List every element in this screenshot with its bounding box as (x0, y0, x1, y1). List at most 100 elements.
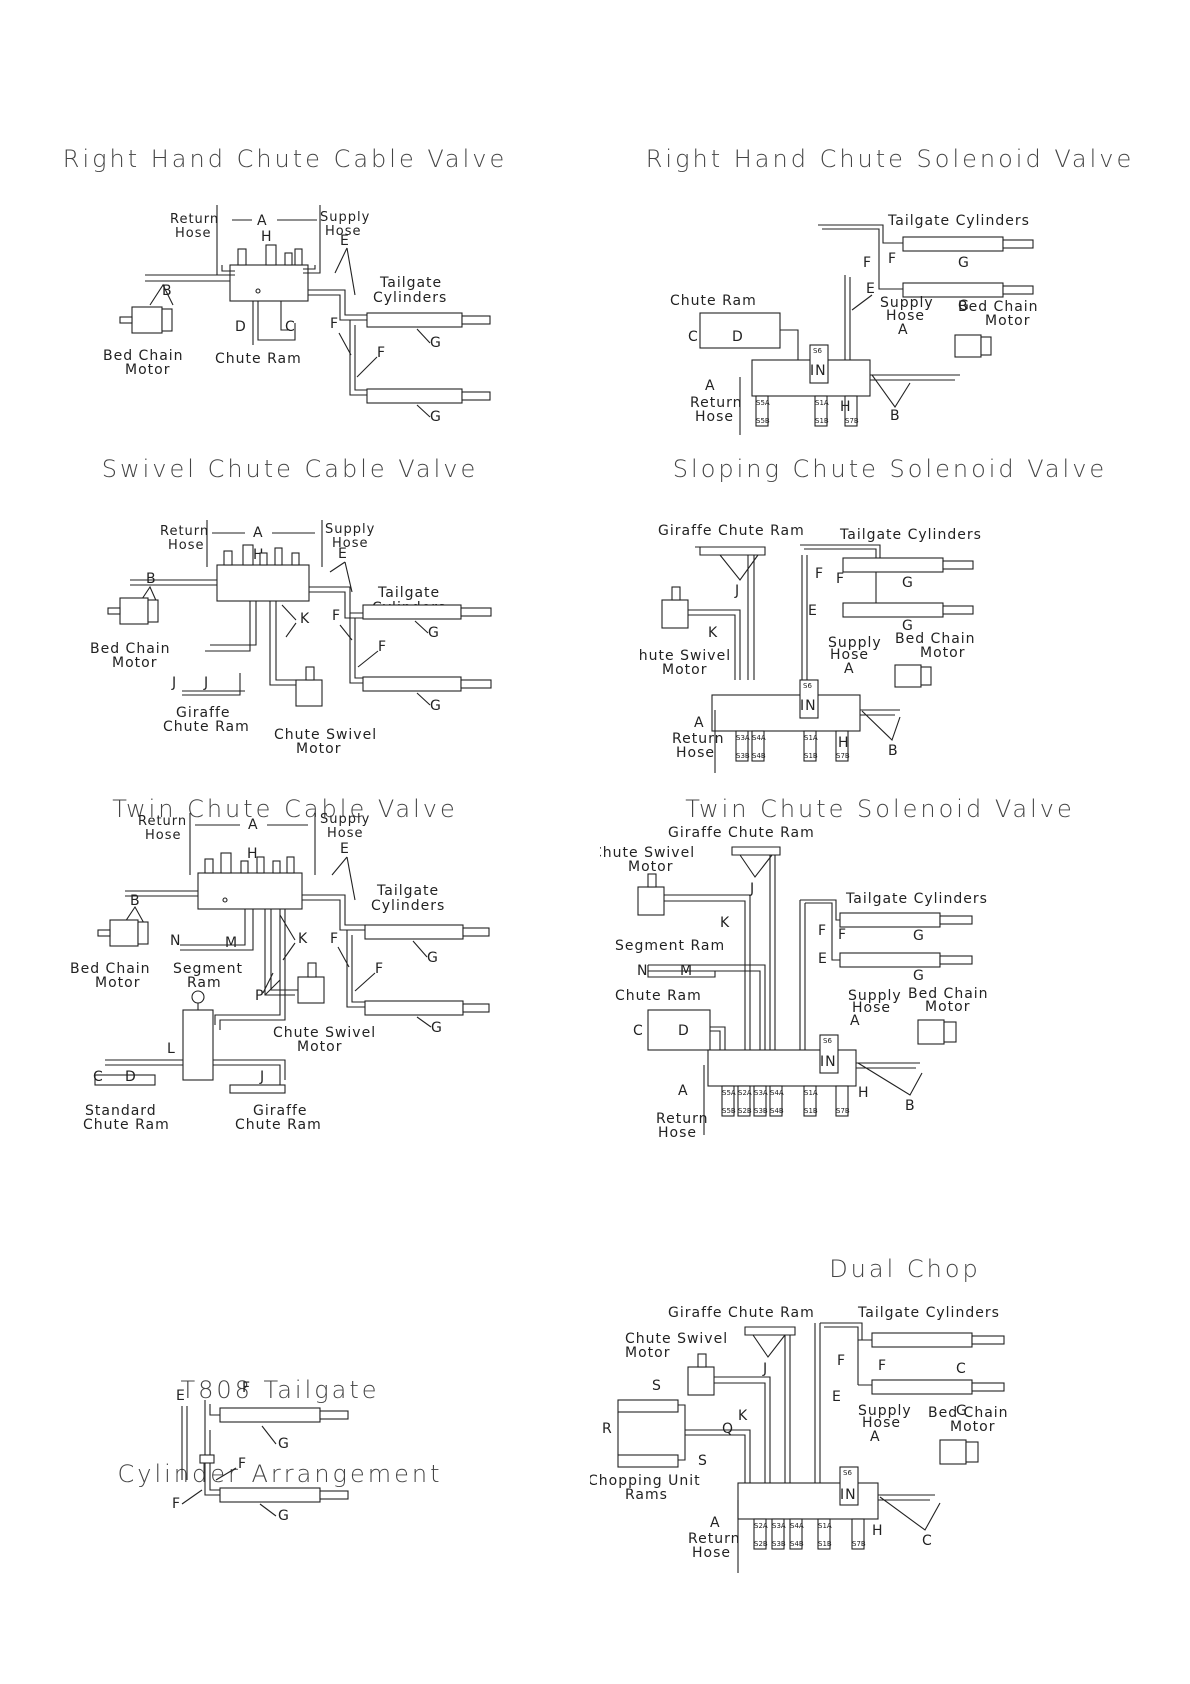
label-C: C (688, 329, 699, 345)
cable-valve-block (216, 564, 310, 602)
label-J2: J (203, 675, 209, 691)
label-bed-chain-2: Motor (95, 975, 140, 991)
label-S4A: S4A (752, 734, 766, 742)
panel-twin-solenoid: Twin Chute Solenoid Valve Giraffe Chute … (600, 795, 1140, 1235)
label-F1: F (330, 931, 339, 947)
label-B: B (146, 571, 157, 587)
label-F2: F (878, 1358, 887, 1374)
panel-sloping-solenoid: Sloping Chute Solenoid Valve Giraffe Chu… (640, 455, 1140, 775)
bed-chain-motor (954, 334, 982, 358)
label-G2: G (902, 618, 914, 634)
label-supply-2: Hose (862, 1415, 901, 1431)
label-A1: A (870, 1429, 881, 1445)
label-G2: G (430, 698, 442, 714)
label-bed-chain-1: Bed Chain (895, 631, 976, 647)
label-G2: G (431, 1020, 443, 1036)
label-A2: A (705, 378, 716, 394)
label-chute-ram: Chute Ram (670, 293, 757, 309)
label-H: H (261, 229, 273, 245)
label-S3B: S3B (736, 752, 750, 760)
label-return-hose-2: Hose (175, 226, 212, 241)
label-B: B (130, 893, 141, 909)
label-S1B: S1B (818, 1540, 832, 1548)
label-F2: F (238, 1456, 247, 1472)
label-tailgate: Tailgate Cylinders (887, 213, 1030, 229)
label-F1: F (863, 255, 872, 271)
label-chopping-1: Chopping Unit (590, 1473, 701, 1489)
label-S6: S6 (843, 1469, 852, 1477)
label-supply-1: Supply (320, 812, 370, 827)
label-supply-hose-2: Hose (325, 224, 362, 239)
label-F2: F (378, 639, 387, 655)
panel-dual-chop: Dual Chop Giraffe Chute Ram Tailgate Cyl… (590, 1255, 1140, 1585)
label-supply-2: Hose (830, 647, 869, 663)
label-F2: F (838, 927, 847, 943)
label-swivel-2: Motor (662, 662, 707, 678)
label-standard-2: Chute Ram (83, 1117, 170, 1133)
label-B: B (888, 743, 899, 759)
label-S7B: S7B (836, 752, 850, 760)
t808-cylinder-1 (219, 1407, 321, 1423)
label-S3A: S3A (772, 1522, 786, 1530)
label-supply-1: Supply (880, 295, 934, 311)
label-E: E (818, 951, 828, 967)
label-bed-chain-2: Motor (950, 1419, 995, 1435)
label-E: E (340, 233, 350, 249)
chute-swivel-motor (295, 679, 323, 707)
t808-cylinder-2 (219, 1487, 321, 1503)
label-A1: A (844, 661, 855, 677)
label-bed-chain-1: Bed Chain (928, 1405, 1009, 1421)
label-S6: S6 (823, 1037, 832, 1045)
label-S2A: S2A (738, 1089, 752, 1097)
label-chute-ram: Chute Ram (615, 988, 702, 1004)
bed-chain-motor (131, 306, 163, 334)
label-S2B: S2B (738, 1107, 752, 1115)
label-A2: A (694, 715, 705, 731)
label-S2B: S2B (754, 1540, 768, 1548)
label-supply-1: Supply (828, 635, 882, 651)
label-giraffe: Giraffe Chute Ram (668, 1305, 815, 1321)
label-F2: F (888, 251, 897, 267)
label-giraffe-2: Chute Ram (235, 1117, 322, 1133)
label-S2: S (698, 1453, 708, 1469)
rh-cable-diagram: A Return Hose Supply Hose H E B Bed Chai (103, 205, 491, 425)
sloping-solenoid-diagram: Giraffe Chute Ram Tailgate Cylinders J F… (640, 523, 982, 773)
label-supply-1: Supply (858, 1403, 912, 1419)
twin-solenoid-diagram: Giraffe Chute Ram J Chute Swivel Motor K… (600, 825, 989, 1141)
panel-title: Right Hand Chute Cable Valve (62, 145, 508, 173)
label-C: C (285, 319, 296, 335)
label-S5A: S5A (722, 1089, 736, 1097)
label-A: A (253, 525, 264, 541)
label-S1A: S1A (818, 1522, 832, 1530)
label-bed-chain-1: Bed Chain (90, 641, 171, 657)
label-S1: S (652, 1378, 662, 1394)
label-tailgate: Tailgate Cylinders (839, 527, 982, 543)
panel-rh-solenoid: Right Hand Chute Solenoid Valve Tailgate… (640, 145, 1140, 455)
label-F1: F (242, 1380, 251, 1396)
label-swivel-1: Chute Swivel (273, 1025, 376, 1041)
label-F1: F (332, 608, 341, 624)
bed-chain-motor (939, 1439, 967, 1465)
label-segment: Segment Ram (615, 938, 725, 954)
label-J: J (259, 1069, 265, 1085)
label-swivel-2: Motor (296, 741, 341, 757)
label-S7B: S7B (845, 417, 859, 425)
label-return-1: Return (688, 1531, 740, 1547)
panel-t808: T808 Tailgate Cylinder Arrangement F E G… (110, 1320, 450, 1550)
label-A: A (257, 213, 268, 229)
label-F2: F (375, 961, 384, 977)
label-S1A: S1A (815, 399, 829, 407)
label-P: P (255, 988, 264, 1004)
label-giraffe-1: Giraffe (176, 705, 231, 721)
panel-swivel-cable: Swivel Chute Cable Valve Return Hose Sup… (60, 455, 520, 775)
label-bed-chain-1: Bed Chain (908, 986, 989, 1002)
label-A1: A (850, 1013, 861, 1029)
label-S3B: S3B (772, 1540, 786, 1548)
label-F2: F (836, 571, 845, 587)
label-S5B: S5B (756, 417, 770, 425)
label-bed-chain-2: Motor (125, 362, 170, 378)
label-C1: C (956, 1361, 967, 1377)
label-S4B: S4B (770, 1107, 784, 1115)
chute-swivel-motor (687, 1366, 715, 1396)
label-S6: S6 (803, 682, 812, 690)
